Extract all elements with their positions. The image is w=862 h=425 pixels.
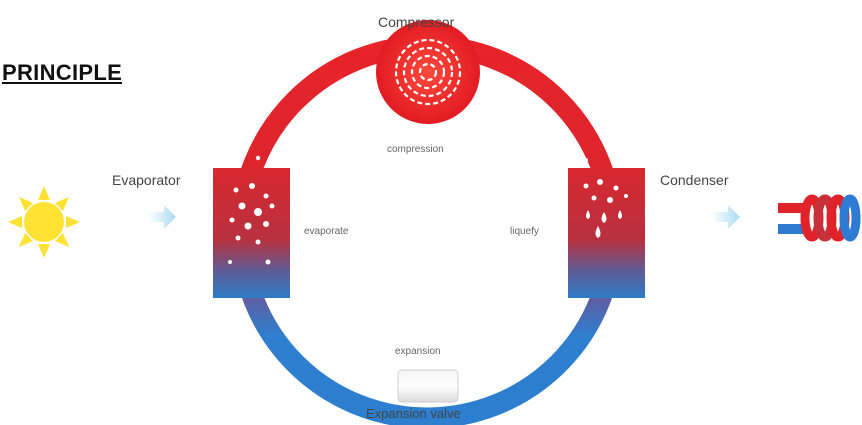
- condenser-label: Condenser: [660, 172, 729, 188]
- radiator-coil-icon: [778, 199, 856, 237]
- evaporate-label: evaporate: [304, 226, 348, 237]
- expansion-label: expansion: [395, 346, 441, 357]
- expansion-valve-label: Expansion valve: [366, 406, 461, 421]
- liquefy-label: liquefy: [510, 226, 539, 237]
- compressor-unit: [376, 20, 480, 124]
- sun-icon: [8, 186, 80, 258]
- arrow-right-icon-left: [148, 205, 176, 229]
- expansion-valve-body: [398, 370, 458, 402]
- page-title: PRINCIPLE: [2, 60, 122, 86]
- compressor-label: Compressor: [378, 14, 454, 30]
- arrow-right-icon-right: [712, 205, 740, 229]
- condenser-box: [568, 168, 645, 298]
- evaporator-label: Evaporator: [112, 172, 180, 188]
- compression-label: compression: [387, 144, 444, 155]
